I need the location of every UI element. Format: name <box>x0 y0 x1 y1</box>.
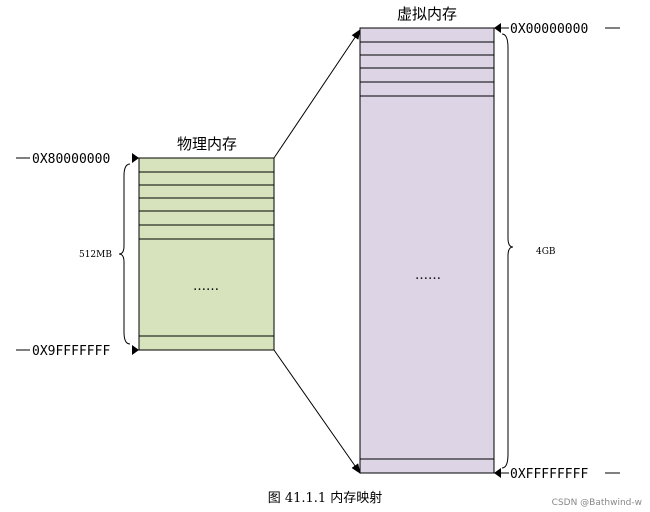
physical-size-brace <box>118 163 131 345</box>
label-background <box>30 342 134 358</box>
physical-memory-rect <box>138 157 275 351</box>
physical-start-address: 0X80000000 <box>32 152 110 167</box>
virtual-size-brace <box>501 33 514 469</box>
arrow-left-icon <box>494 23 501 33</box>
virtual-memory-rect <box>359 27 495 474</box>
physical-memory-title: 物理内存 <box>177 135 237 153</box>
physical-end-address: 0X9FFFFFFF <box>32 344 110 359</box>
figure-caption: 图 41.1.1 内存映射 <box>268 490 383 506</box>
label-background <box>509 465 605 481</box>
virtual-memory-ellipsis: …… <box>415 268 441 283</box>
label-background <box>509 20 605 36</box>
mapping-arrow-bottom <box>273 349 361 474</box>
virtual-size-label: 4GB <box>536 247 556 257</box>
physical-size-label: 512MB <box>79 250 112 260</box>
arrow-left-icon <box>494 468 501 478</box>
physical-memory-ellipsis: …… <box>193 279 219 294</box>
label-background <box>30 150 134 166</box>
virtual-memory-block: 虚拟内存 …… 0X00000000 0XFFFFFFFF 4GB <box>359 5 620 482</box>
physical-memory-block: 物理内存 …… 0X80000000 0X9FFFFFFF 512MB <box>16 135 275 359</box>
arrow-right-icon <box>132 345 139 355</box>
watermark: CSDN @Bathwind-w <box>551 498 642 508</box>
arrow-right-icon <box>132 153 139 163</box>
virtual-start-address: 0X00000000 <box>510 22 588 37</box>
mapping-arrow-top <box>273 29 361 159</box>
virtual-memory-title: 虚拟内存 <box>397 5 457 23</box>
virtual-end-address: 0XFFFFFFFF <box>510 467 588 482</box>
